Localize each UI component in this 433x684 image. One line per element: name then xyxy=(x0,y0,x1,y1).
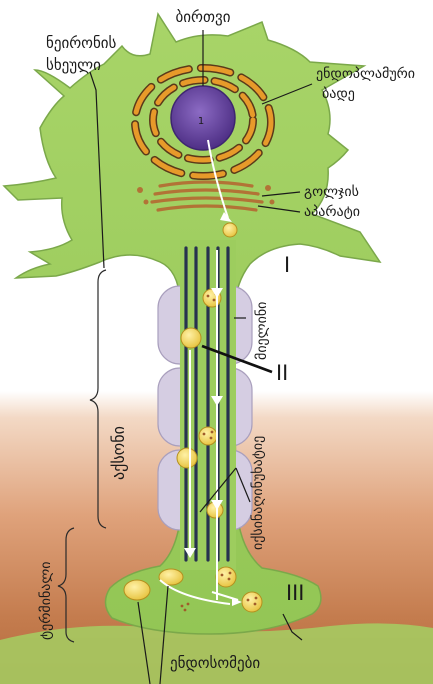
label-endosomes: ენდოსომები xyxy=(170,654,260,672)
label-roman-III: III xyxy=(286,580,304,605)
label-golgi-2: აპარატი xyxy=(304,203,360,220)
label-roman-II: II xyxy=(276,360,288,385)
label-microtubules: იქსინაღინუხატიე xyxy=(250,436,266,550)
endosome xyxy=(124,580,150,600)
vesicle xyxy=(223,223,237,237)
label-golgi-1: გოლჯის xyxy=(304,184,359,200)
label-nucleus-number: 1 xyxy=(198,116,204,127)
vesicle xyxy=(199,427,217,445)
label-er-2: ბადე xyxy=(322,86,355,102)
label-roman-I: I xyxy=(284,252,290,277)
label-terminal: ტერმინალი xyxy=(37,561,54,640)
vesicle xyxy=(181,328,201,348)
label-axon: აქსონი xyxy=(109,426,128,480)
label-er-1: ენდოპლამური xyxy=(316,65,415,82)
label-neuron-body-2: სხეული xyxy=(46,56,101,74)
vesicle xyxy=(177,448,197,468)
vesicle xyxy=(242,592,262,612)
label-myelin: მიელინი xyxy=(254,302,270,360)
label-neuron-body-1: ნეირონის xyxy=(46,34,117,52)
label-nucleus: ბირთვი xyxy=(176,8,231,26)
vesicle xyxy=(216,567,236,587)
